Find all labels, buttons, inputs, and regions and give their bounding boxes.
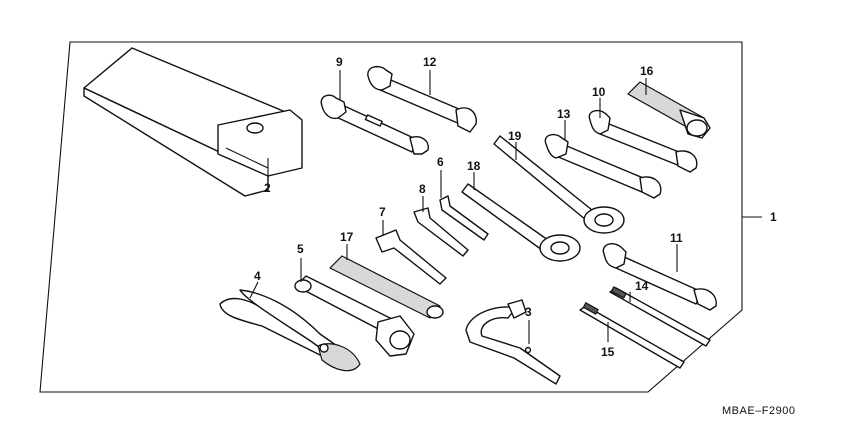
hex-key-6 — [439, 195, 489, 241]
wrench-12 — [367, 65, 477, 133]
box-wrench-19 — [493, 135, 625, 234]
callout-7: 7 — [379, 205, 386, 219]
kit-frame — [39, 41, 743, 393]
callout-19: 19 — [508, 129, 522, 143]
wrench-11 — [602, 243, 717, 311]
diagram-code: MBAE–F2900 — [722, 405, 795, 417]
extension-bar-16 — [627, 81, 711, 139]
callout-13: 13 — [557, 107, 571, 121]
callout-10: 10 — [592, 85, 606, 99]
hex-key-7 — [375, 229, 447, 285]
callout-9: 9 — [336, 55, 343, 69]
callout-2: 2 — [264, 181, 271, 195]
wrench-9 — [320, 94, 429, 155]
callout-4: 4 — [254, 269, 261, 283]
callout-17: 17 — [340, 230, 354, 244]
spark-plug-wrench-5 — [294, 275, 415, 357]
pin-spanner-3 — [465, 299, 561, 385]
callout-8: 8 — [419, 182, 426, 196]
wrench-13 — [544, 133, 662, 199]
callout-16: 16 — [640, 64, 654, 78]
callout-11: 11 — [670, 231, 683, 245]
callout-15: 15 — [601, 345, 615, 359]
screwdriver-14 — [609, 286, 711, 347]
wrench-10 — [588, 109, 698, 173]
callout-18: 18 — [467, 159, 481, 173]
callout-14: 14 — [635, 279, 649, 293]
callout-6: 6 — [437, 155, 444, 169]
leader-4 — [249, 281, 259, 299]
callout-5: 5 — [297, 242, 304, 256]
hex-key-8 — [413, 207, 469, 257]
callout-1: 1 — [770, 210, 777, 224]
grip-17 — [329, 255, 444, 319]
tool-bag — [83, 47, 303, 197]
screwdriver-15 — [579, 302, 685, 369]
callout-12: 12 — [423, 55, 437, 69]
box-wrench-18 — [461, 183, 581, 262]
pliers-4 — [219, 289, 361, 372]
callout-3: 3 — [525, 305, 532, 319]
